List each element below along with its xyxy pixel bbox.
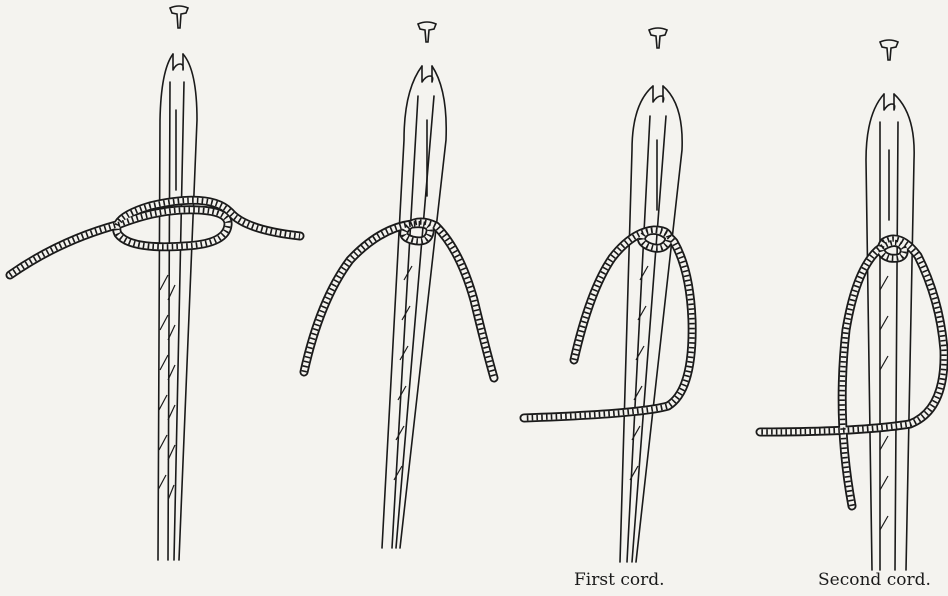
- cord-loop: [620, 86, 682, 562]
- nail-icon: [880, 40, 898, 60]
- nail-icon: [170, 6, 188, 28]
- knotting-rope: [760, 239, 944, 506]
- figure-4: [760, 40, 944, 570]
- cord-loop: [382, 66, 446, 548]
- knotting-rope: [524, 230, 692, 418]
- nail-icon: [649, 28, 667, 48]
- caption-first-cord: First cord.: [574, 570, 665, 590]
- figure-1: [10, 6, 300, 560]
- figure-3: [524, 28, 692, 562]
- knotting-rope: [10, 200, 300, 275]
- figure-2: [304, 22, 494, 548]
- cord-loop: [866, 94, 914, 570]
- caption-second-cord: Second cord.: [818, 570, 931, 590]
- cord-loop: [158, 54, 197, 560]
- nail-icon: [418, 22, 436, 42]
